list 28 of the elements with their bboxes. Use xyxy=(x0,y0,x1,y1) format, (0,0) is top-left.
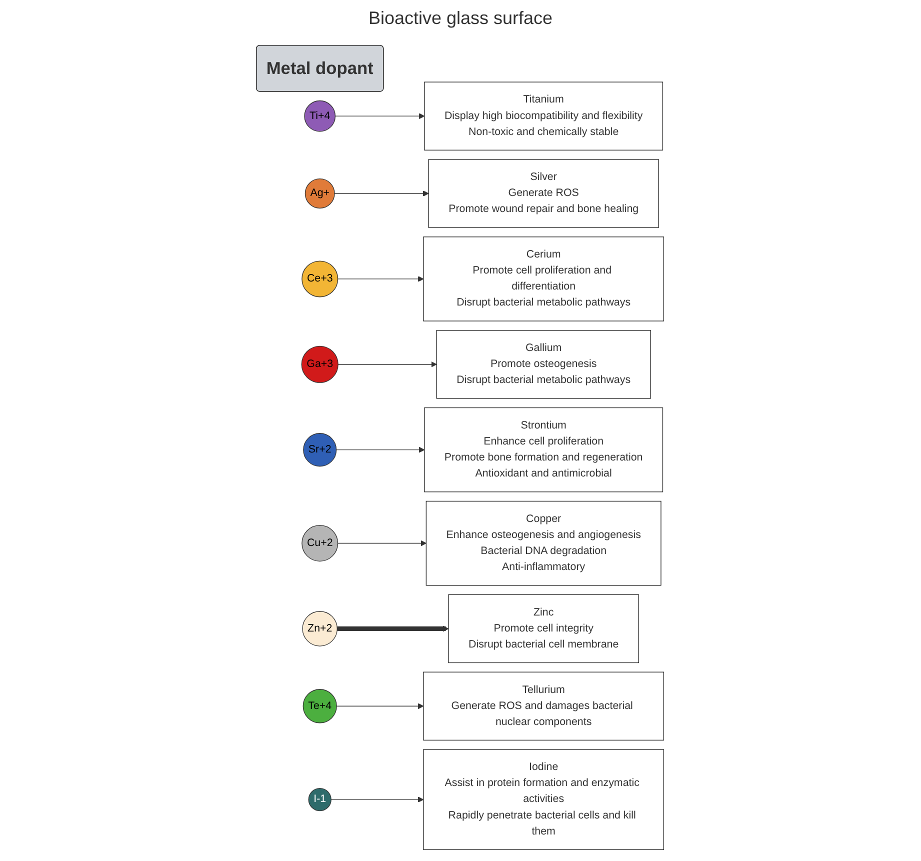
arrow xyxy=(334,190,430,196)
node-box: Copper Enhance osteogenesis and angiogenesis Bacterial DNA degradation Anti-inflammatory xyxy=(426,500,662,586)
node-box: Silver Generate ROS Promote wound repair and bone healing xyxy=(428,159,660,228)
arrow xyxy=(331,796,424,803)
arrow xyxy=(338,626,450,632)
arrow xyxy=(338,361,438,368)
node-circle: Sr+2 xyxy=(304,433,338,467)
node-box: Tellurium Generate ROS and damages bacterial nuclear components xyxy=(424,672,665,741)
node-box: Zinc Promote cell integrity Disrupt bacterial cell membrane xyxy=(448,594,640,664)
node-box: Strontium Enhance cell proliferation Promote bone formation and regeneration Antioxidant and antimicrobial xyxy=(424,407,664,492)
node-circle: Te+4 xyxy=(303,689,338,724)
node-box: Gallium Promote osteogenesis Disrupt bacterial metabolic pathways xyxy=(436,330,652,399)
arrow xyxy=(336,703,424,710)
arrow xyxy=(338,540,427,546)
node-circle: Ti+4 xyxy=(304,100,336,132)
node-circle: Ag+ xyxy=(305,178,336,209)
node-circle: Zn+2 xyxy=(302,611,338,646)
node-circle: Cu+2 xyxy=(302,525,339,562)
node-box: Titanium Display high biocompatibility and flexibility Non-toxic and chemically stable xyxy=(424,82,664,150)
arrow xyxy=(335,113,426,120)
node-circle: I-1 xyxy=(308,788,332,812)
node-box: Cerium Promote cell proliferation and differentiation Disrupt bacterial metabolic pathways xyxy=(424,236,665,322)
surface-label: Bioactive glass surface xyxy=(368,8,553,28)
arrow xyxy=(338,276,424,282)
node-circle: Ce+3 xyxy=(302,260,339,298)
node-box: Iodine Assist in protein formation and enzymatic activities Rapidly penetrate bacterial cells and kill them xyxy=(424,749,665,850)
arrow xyxy=(336,446,426,453)
node-circle: Ga+3 xyxy=(302,346,339,383)
